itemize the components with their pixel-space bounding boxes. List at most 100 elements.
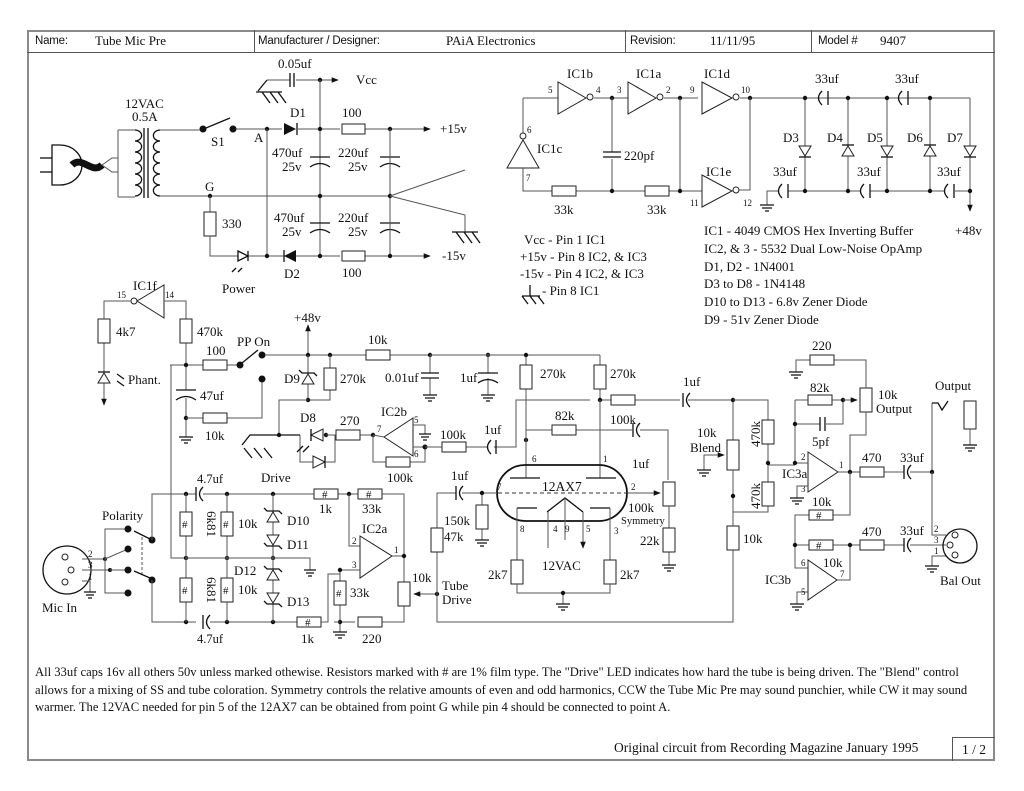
drive-indicator-section: D8 Drive 270 IC2b 5 7 6 100k 100k 1uf bbox=[241, 399, 590, 485]
pp-on-switch[interactable] bbox=[241, 349, 259, 364]
pin-label: 11 bbox=[690, 198, 699, 208]
output-jack-icon[interactable] bbox=[932, 400, 949, 412]
pin-label: 1 bbox=[88, 572, 93, 582]
resistor-label: 1k bbox=[301, 631, 315, 646]
pin-label: 3 bbox=[88, 560, 93, 570]
ic3a-label: IC3a bbox=[782, 466, 808, 481]
ic1c-label: IC1c bbox=[537, 141, 563, 156]
resistor-label: 82k bbox=[810, 380, 830, 395]
manufacturer-label: Manufacturer / Designer: bbox=[258, 35, 380, 47]
resistor-label: 10k bbox=[238, 516, 258, 531]
resistor-label: 10k bbox=[743, 531, 763, 546]
pin-label: 4 bbox=[596, 85, 601, 95]
revision-cell: Revision: 11/11/95 bbox=[626, 30, 812, 52]
revision-value: 11/11/95 bbox=[710, 33, 756, 48]
resistor-label: 10k bbox=[205, 428, 225, 443]
ground-icon bbox=[662, 564, 676, 572]
pin-label: 4 bbox=[553, 524, 558, 534]
resistor-470k bbox=[761, 419, 775, 445]
pin-note: +15v - Pin 8 IC2, & IC3 bbox=[520, 249, 647, 264]
pin-label: 2 bbox=[666, 85, 671, 95]
pin-label: 2 bbox=[801, 452, 806, 462]
resistor-label: 100k bbox=[440, 427, 467, 442]
ground-icon bbox=[475, 539, 489, 547]
pin-label: 8 bbox=[520, 524, 525, 534]
resistor-10k bbox=[202, 412, 228, 424]
pin-label: 1 bbox=[394, 545, 399, 555]
cap-label: 220uf bbox=[338, 210, 369, 225]
diode-d2-icon bbox=[284, 250, 296, 262]
resistor-10k bbox=[220, 577, 234, 603]
title-block: Name: Tube Mic Pre Manufacturer / Design… bbox=[27, 30, 995, 53]
pin-label: 9 bbox=[565, 524, 570, 534]
resistor-82k bbox=[807, 394, 833, 406]
cap-label: 1uf bbox=[460, 370, 478, 385]
pin-label: 15 bbox=[117, 290, 127, 300]
resistor-100k bbox=[610, 394, 636, 406]
output-level-pot[interactable] bbox=[859, 387, 873, 413]
resistor-label: 220 bbox=[812, 338, 832, 353]
polarity-switch-lower[interactable] bbox=[133, 570, 151, 579]
cap-label: 25v bbox=[282, 224, 302, 239]
resistor-label: 10k bbox=[812, 494, 832, 509]
resistor-270k bbox=[593, 364, 607, 390]
resistor-330 bbox=[203, 211, 217, 237]
pin-label: 5 bbox=[586, 524, 591, 534]
drive-led-label: Drive bbox=[261, 470, 291, 485]
design-notes: All 33uf caps 16v all others 50v unless … bbox=[35, 665, 968, 714]
multiplier-diodes bbox=[798, 98, 976, 211]
resistor-label: 10k bbox=[238, 582, 258, 597]
resistor-label: 82k bbox=[555, 408, 575, 423]
xlr-output-jack[interactable] bbox=[942, 528, 978, 564]
precision-mark: # bbox=[336, 588, 342, 600]
pin-label: 1 bbox=[839, 460, 844, 470]
resistor-label: 100 bbox=[342, 105, 362, 120]
d2-label: D2 bbox=[284, 266, 300, 281]
symmetry-label: Symmetry bbox=[621, 516, 665, 527]
pin-notes: Vcc - Pin 1 IC1 +15v - Pin 8 IC2, & IC3 … bbox=[520, 232, 647, 305]
symmetry-pot[interactable] bbox=[662, 481, 676, 507]
resistor-label: 470k bbox=[748, 483, 763, 510]
diode-label: D10 bbox=[287, 513, 309, 528]
pin-note: Vcc - Pin 1 IC1 bbox=[524, 232, 606, 247]
tube-drive-pot[interactable] bbox=[397, 581, 411, 607]
parts-list-item: D10 to D13 - 6.8v Zener Diode bbox=[704, 294, 868, 309]
ic1d-label: IC1d bbox=[704, 66, 731, 81]
resistor-10k bbox=[220, 511, 234, 537]
cap-label: 470uf bbox=[272, 145, 303, 160]
pin-label: 7 bbox=[840, 569, 845, 579]
pin-label: 12 bbox=[743, 198, 752, 208]
model-label: Model # bbox=[818, 35, 858, 47]
precision-mark: # bbox=[322, 489, 328, 501]
parts-list-item: IC1 - 4049 CMOS Hex Inverting Buffer bbox=[704, 223, 914, 238]
name-label: Name: bbox=[35, 35, 68, 47]
precision-mark: # bbox=[816, 540, 822, 552]
cap-label: 4.7uf bbox=[197, 472, 224, 486]
model-value: 9407 bbox=[880, 33, 906, 48]
resistor-label: 270k bbox=[340, 371, 367, 386]
cap-label: 33uf bbox=[900, 523, 925, 538]
pin-label: 9 bbox=[690, 85, 695, 95]
resistor-82k bbox=[551, 424, 577, 436]
ic1e-label: IC1e bbox=[706, 164, 732, 179]
output-label: Output bbox=[935, 378, 972, 393]
resistor-10k bbox=[365, 349, 391, 361]
resistor-33k bbox=[644, 185, 670, 197]
resistor-label: 33k bbox=[554, 202, 574, 217]
cap-label: 33uf bbox=[937, 164, 962, 179]
resistor-470 bbox=[859, 539, 885, 551]
blend-pot[interactable] bbox=[726, 439, 740, 471]
resistor-2k7 bbox=[603, 559, 617, 585]
tube-name-label: 12AX7 bbox=[542, 479, 582, 494]
switch-s1-lever[interactable] bbox=[205, 117, 231, 129]
cap-label: 25v bbox=[348, 159, 368, 174]
ground-icon bbox=[760, 204, 774, 212]
transformer-icon bbox=[117, 128, 210, 198]
pin-label: 2 bbox=[631, 482, 636, 492]
resistor-label: 470k bbox=[197, 324, 224, 339]
pin-label: 7 bbox=[497, 482, 502, 492]
ground-icon bbox=[423, 394, 437, 402]
polarity-switch-upper[interactable] bbox=[133, 530, 151, 540]
mic-in-label: Mic In bbox=[42, 600, 78, 615]
cap-label: 1uf bbox=[683, 374, 701, 389]
